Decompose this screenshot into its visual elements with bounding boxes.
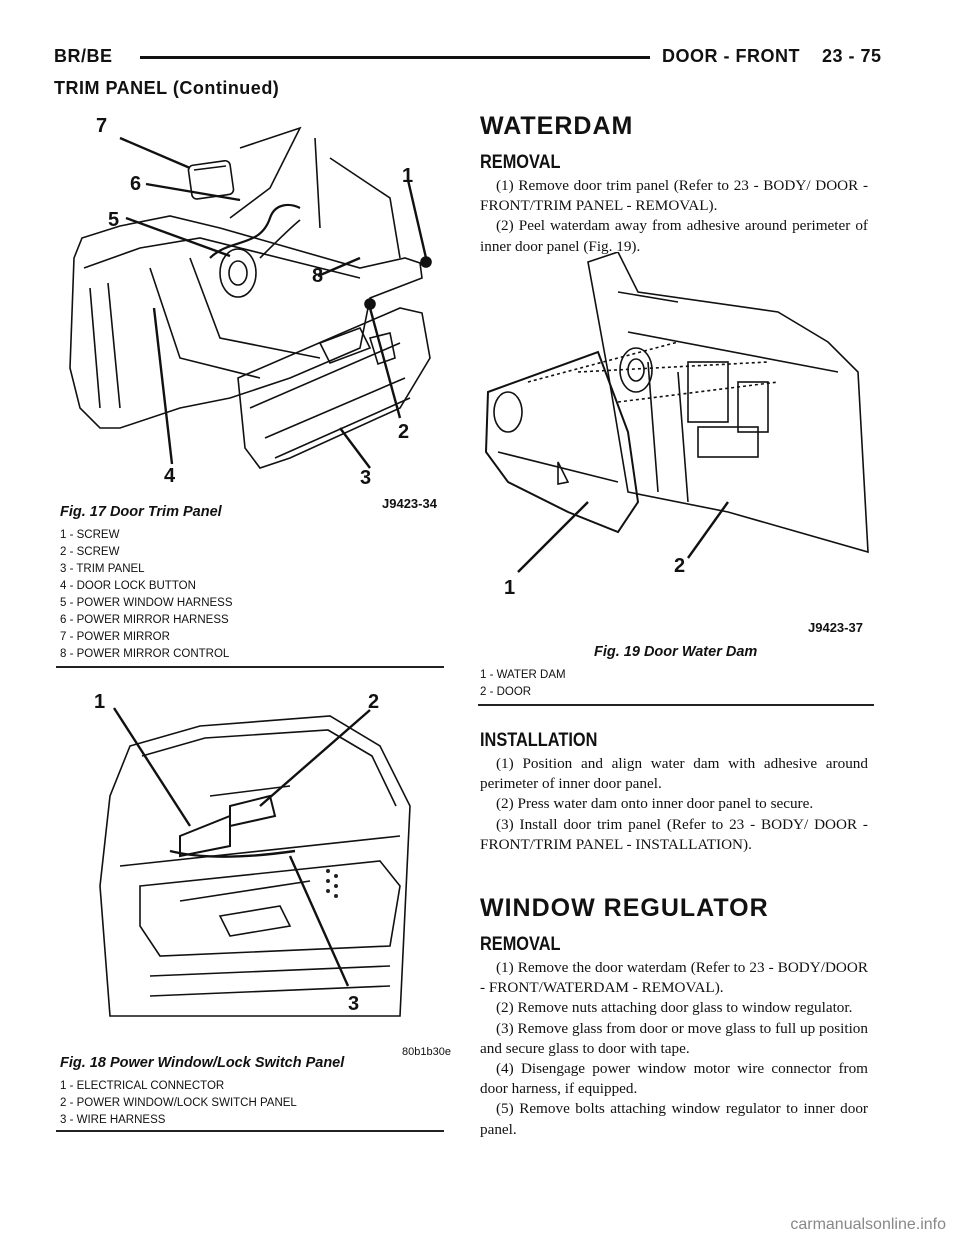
fig19-caption: Fig. 19 Door Water Dam: [594, 644, 758, 660]
fig19-legend-item: 2 - DOOR: [480, 686, 532, 698]
fig18-legend-item: 2 - POWER WINDOW/LOCK SWITCH PANEL: [60, 1097, 297, 1109]
fig17-illustration: 7 6 5 1 8 2 4 3: [60, 108, 450, 508]
subsection-title-waterdam-removal: REMOVAL: [480, 152, 561, 173]
fig17-legend-item: 4 - DOOR LOCK BUTTON: [60, 580, 196, 592]
header-rule: [140, 56, 650, 59]
fig17-callout-4: 4: [164, 465, 176, 487]
fig18-caption: Fig. 18 Power Window/Lock Switch Panel: [60, 1055, 345, 1071]
fig17-caption: Fig. 17 Door Trim Panel: [60, 504, 222, 520]
waterdam-removal-steps: (1) Remove door trim panel (Refer to 23 …: [480, 176, 868, 257]
fig19-callout-2: 2: [674, 555, 685, 577]
fig18-rule: [56, 1130, 444, 1132]
fig17-callout-6: 6: [130, 173, 141, 195]
fig17-code: J9423-34: [382, 496, 437, 511]
fig18-code: 80b1b30e: [402, 1046, 451, 1058]
fig17-legend-item: 5 - POWER WINDOW HARNESS: [60, 597, 233, 609]
fig18-callout-2: 2: [368, 691, 379, 713]
fig17-legend-item: 6 - POWER MIRROR HARNESS: [60, 614, 229, 626]
continued-heading: TRIM PANEL (Continued): [54, 78, 280, 98]
fig17-rule: [56, 666, 444, 668]
fig18-callout-3: 3: [348, 993, 359, 1015]
step-text: (1) Remove the door waterdam (Refer to 2…: [480, 959, 868, 997]
fig17-legend-item: 8 - POWER MIRROR CONTROL: [60, 648, 230, 660]
fig17-legend-item: 3 - TRIM PANEL: [60, 563, 145, 575]
section-title-window-regulator: WINDOW REGULATOR: [480, 894, 769, 922]
step-text: (5) Remove bolts attaching window regula…: [480, 1100, 868, 1138]
fig18-legend-item: 1 - ELECTRICAL CONNECTOR: [60, 1080, 225, 1092]
fig19-illustration: 1 2: [478, 252, 878, 632]
fig18-callout-1: 1: [94, 691, 105, 713]
step-text: (1) Remove door trim panel (Refer to 23 …: [480, 177, 868, 215]
section-title-waterdam: WATERDAM: [480, 112, 634, 140]
fig18-illustration: 1 2 3: [80, 686, 440, 1026]
step-text: (2) Peel waterdam away from adhesive aro…: [480, 217, 868, 255]
fig17-callout-8: 8: [312, 265, 323, 287]
fig19-callout-1: 1: [504, 577, 515, 599]
window-regulator-removal-steps: (1) Remove the door waterdam (Refer to 2…: [480, 958, 868, 1140]
fig19-legend: 1 - WATER DAM 2 - DOOR: [480, 667, 566, 701]
subsection-title-window-regulator-removal: REMOVAL: [480, 934, 561, 955]
fig17-callout-3: 3: [360, 467, 371, 489]
step-text: (2) Press water dam onto inner door pane…: [496, 795, 814, 813]
fig17-callout-2: 2: [398, 421, 409, 443]
fig17-legend-item: 7 - POWER MIRROR: [60, 631, 170, 643]
fig17-legend-item: 1 - SCREW: [60, 529, 120, 541]
step-text: (2) Remove nuts attaching door glass to …: [496, 999, 853, 1017]
watermark: carmanualsonline.info: [790, 1216, 946, 1233]
fig18-legend-item: 3 - WIRE HARNESS: [60, 1114, 166, 1126]
fig18-legend: 1 - ELECTRICAL CONNECTOR 2 - POWER WINDO…: [60, 1078, 297, 1129]
header-section-code: BR/BE: [54, 46, 113, 66]
header-page-ref: DOOR - FRONT 23 - 75: [662, 46, 882, 66]
fig19-legend-item: 1 - WATER DAM: [480, 669, 566, 681]
fig19-code: J9423-37: [808, 620, 863, 635]
fig19-rule: [478, 704, 874, 706]
step-text: (3) Remove glass from door or move glass…: [480, 1019, 868, 1057]
step-text: (3) Install door trim panel (Refer to 23…: [480, 815, 868, 853]
fig17-legend-item: 2 - SCREW: [60, 546, 120, 558]
step-text: (4) Disengage power window motor wire co…: [480, 1060, 868, 1098]
fig17-callout-1: 1: [402, 165, 413, 187]
step-text: (1) Position and align water dam with ad…: [480, 755, 868, 793]
fig17-callout-5: 5: [108, 209, 119, 231]
subsection-title-waterdam-installation: INSTALLATION: [480, 730, 598, 751]
fig17-legend: 1 - SCREW 2 - SCREW 3 - TRIM PANEL 4 - D…: [60, 527, 233, 663]
waterdam-installation-steps: (1) Position and align water dam with ad…: [480, 754, 868, 855]
fig17-callout-7: 7: [96, 115, 107, 137]
